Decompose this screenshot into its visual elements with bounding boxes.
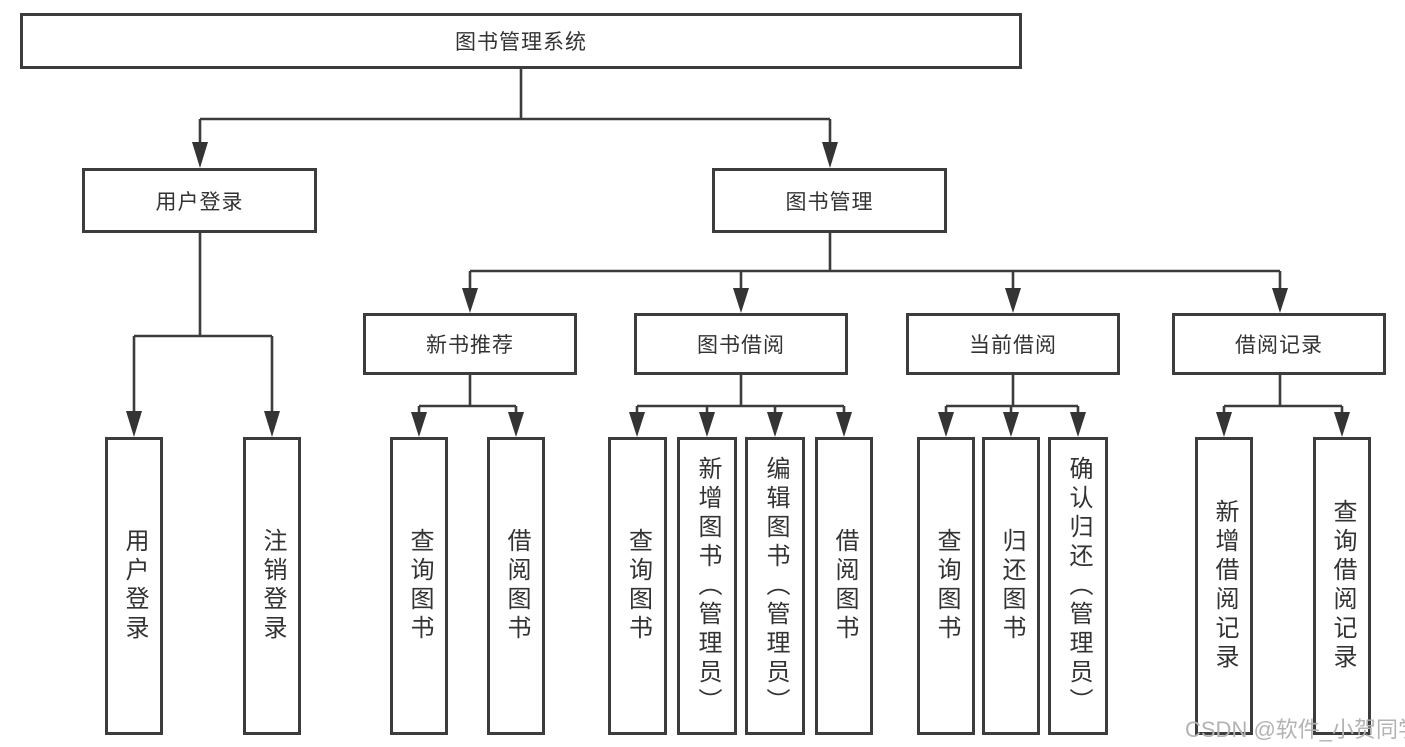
leaf-logout: 注销登录 [243, 437, 301, 735]
node-current-borrowing: 当前借阅 [906, 313, 1120, 375]
leaf-edit-books-admin: 编辑图书（管理员） [745, 437, 805, 735]
leaf-return-books: 归还图书 [982, 437, 1040, 735]
node-label: 当前借阅 [969, 334, 1057, 357]
leaf-add-books-admin: 新增图书（管理员） [677, 437, 737, 735]
node-user-login: 用户登录 [82, 168, 317, 233]
leaf-query-books: 查询图书 [917, 437, 975, 735]
node-book-management: 图书管理 [712, 168, 947, 233]
leaf-query-books: 查询图书 [608, 437, 667, 735]
node-label: 新书推荐 [426, 334, 514, 357]
node-label: 图书借阅 [697, 334, 785, 357]
watermark-text: CSDN @软件_小贺同学 [1185, 717, 1405, 742]
leaf-query-borrow-record: 查询借阅记录 [1313, 437, 1371, 735]
node-book-borrowing: 图书借阅 [634, 313, 848, 375]
node-label: 借阅记录 [1235, 334, 1323, 357]
node-new-book-recommendation: 新书推荐 [363, 313, 577, 375]
node-library-management-system: 图书管理系统 [20, 13, 1022, 69]
node-borrowing-records: 借阅记录 [1172, 313, 1386, 375]
leaf-user-login: 用户登录 [105, 437, 163, 735]
leaf-borrow-books: 借阅图书 [815, 437, 873, 735]
node-label: 图书管理 [785, 190, 874, 214]
node-label: 图书管理系统 [455, 31, 587, 54]
leaf-query-books: 查询图书 [390, 437, 448, 735]
node-label: 用户登录 [155, 190, 244, 214]
leaf-borrow-books: 借阅图书 [487, 437, 545, 735]
leaf-add-borrow-record: 新增借阅记录 [1195, 437, 1253, 735]
leaf-confirm-return-admin: 确认归还（管理员） [1048, 437, 1108, 735]
